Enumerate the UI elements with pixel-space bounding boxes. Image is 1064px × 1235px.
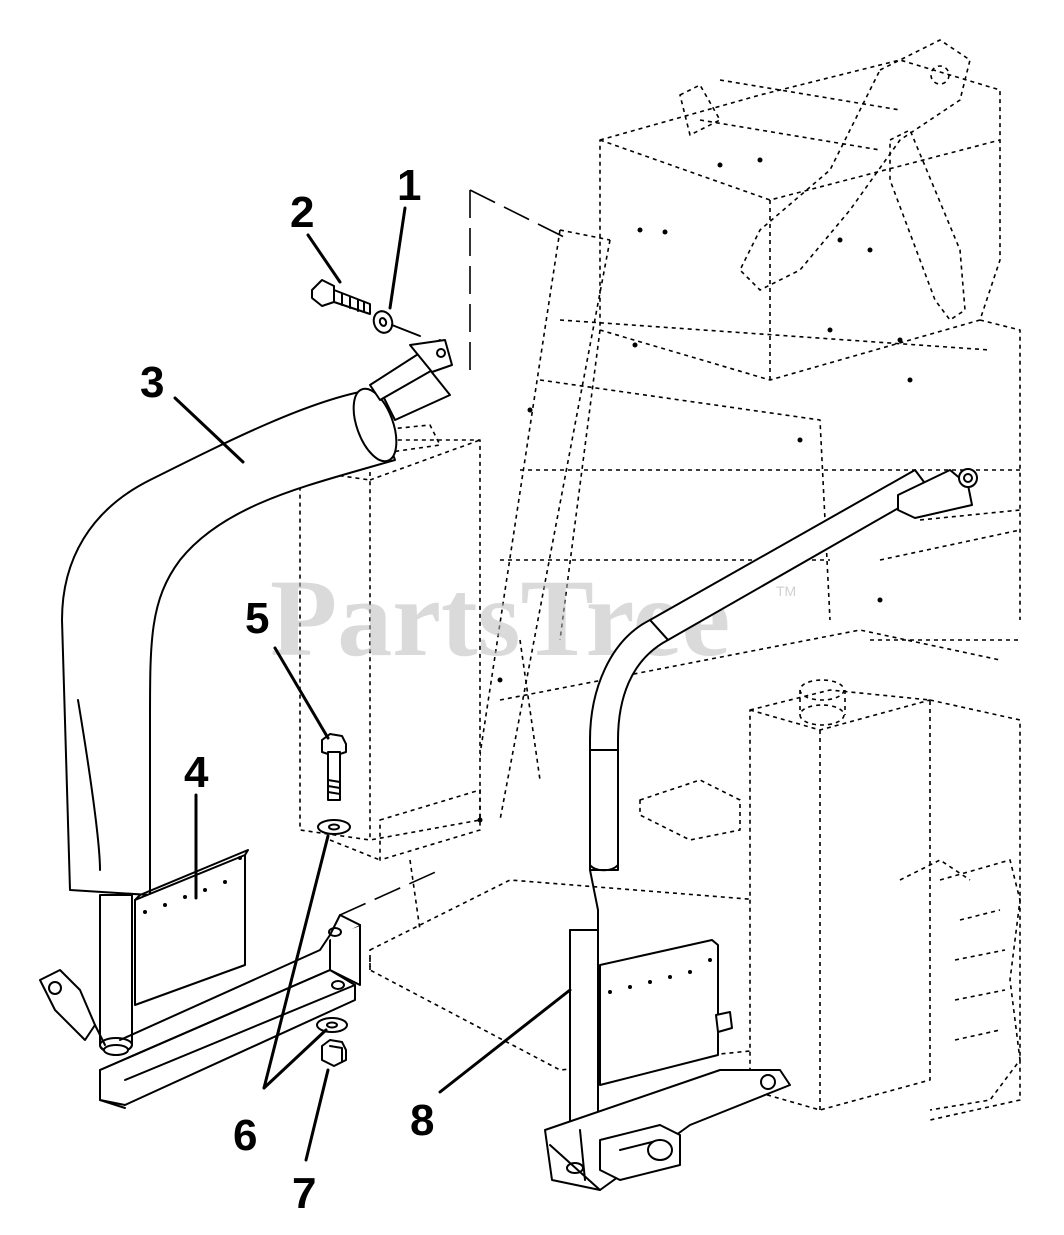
callout-6: 6 <box>233 1111 257 1160</box>
leader-8 <box>438 988 572 1094</box>
part-7-nut <box>321 1039 347 1067</box>
leader-5 <box>273 646 330 740</box>
callout-2: 2 <box>290 188 314 237</box>
callout-numbers: 1 2 3 4 5 6 7 8 <box>140 161 434 1218</box>
callout-8: 8 <box>410 1096 434 1145</box>
right-control-lever <box>544 468 978 1191</box>
left-control-plate <box>134 849 249 1006</box>
leader-3 <box>173 396 245 464</box>
frame-holes <box>477 157 913 823</box>
leader-2 <box>306 233 342 284</box>
part-6-washers <box>316 819 351 1033</box>
part-1-washer <box>372 310 421 337</box>
leader-6b <box>262 1028 328 1090</box>
left-mount-channel <box>39 914 361 1109</box>
watermark-trademark: TM <box>776 583 796 599</box>
callout-5: 5 <box>245 594 269 643</box>
callout-leaders <box>173 206 572 1162</box>
callout-4: 4 <box>184 748 209 797</box>
callout-3: 3 <box>140 358 164 407</box>
callout-1: 1 <box>397 161 421 210</box>
left-handle-bar <box>61 339 453 1056</box>
part-2-bolt <box>311 279 371 315</box>
callout-7: 7 <box>292 1169 316 1218</box>
leader-7 <box>304 1068 330 1162</box>
leader-6a <box>262 834 330 1090</box>
part-5-bolt <box>321 733 347 801</box>
leader-1 <box>388 206 407 310</box>
